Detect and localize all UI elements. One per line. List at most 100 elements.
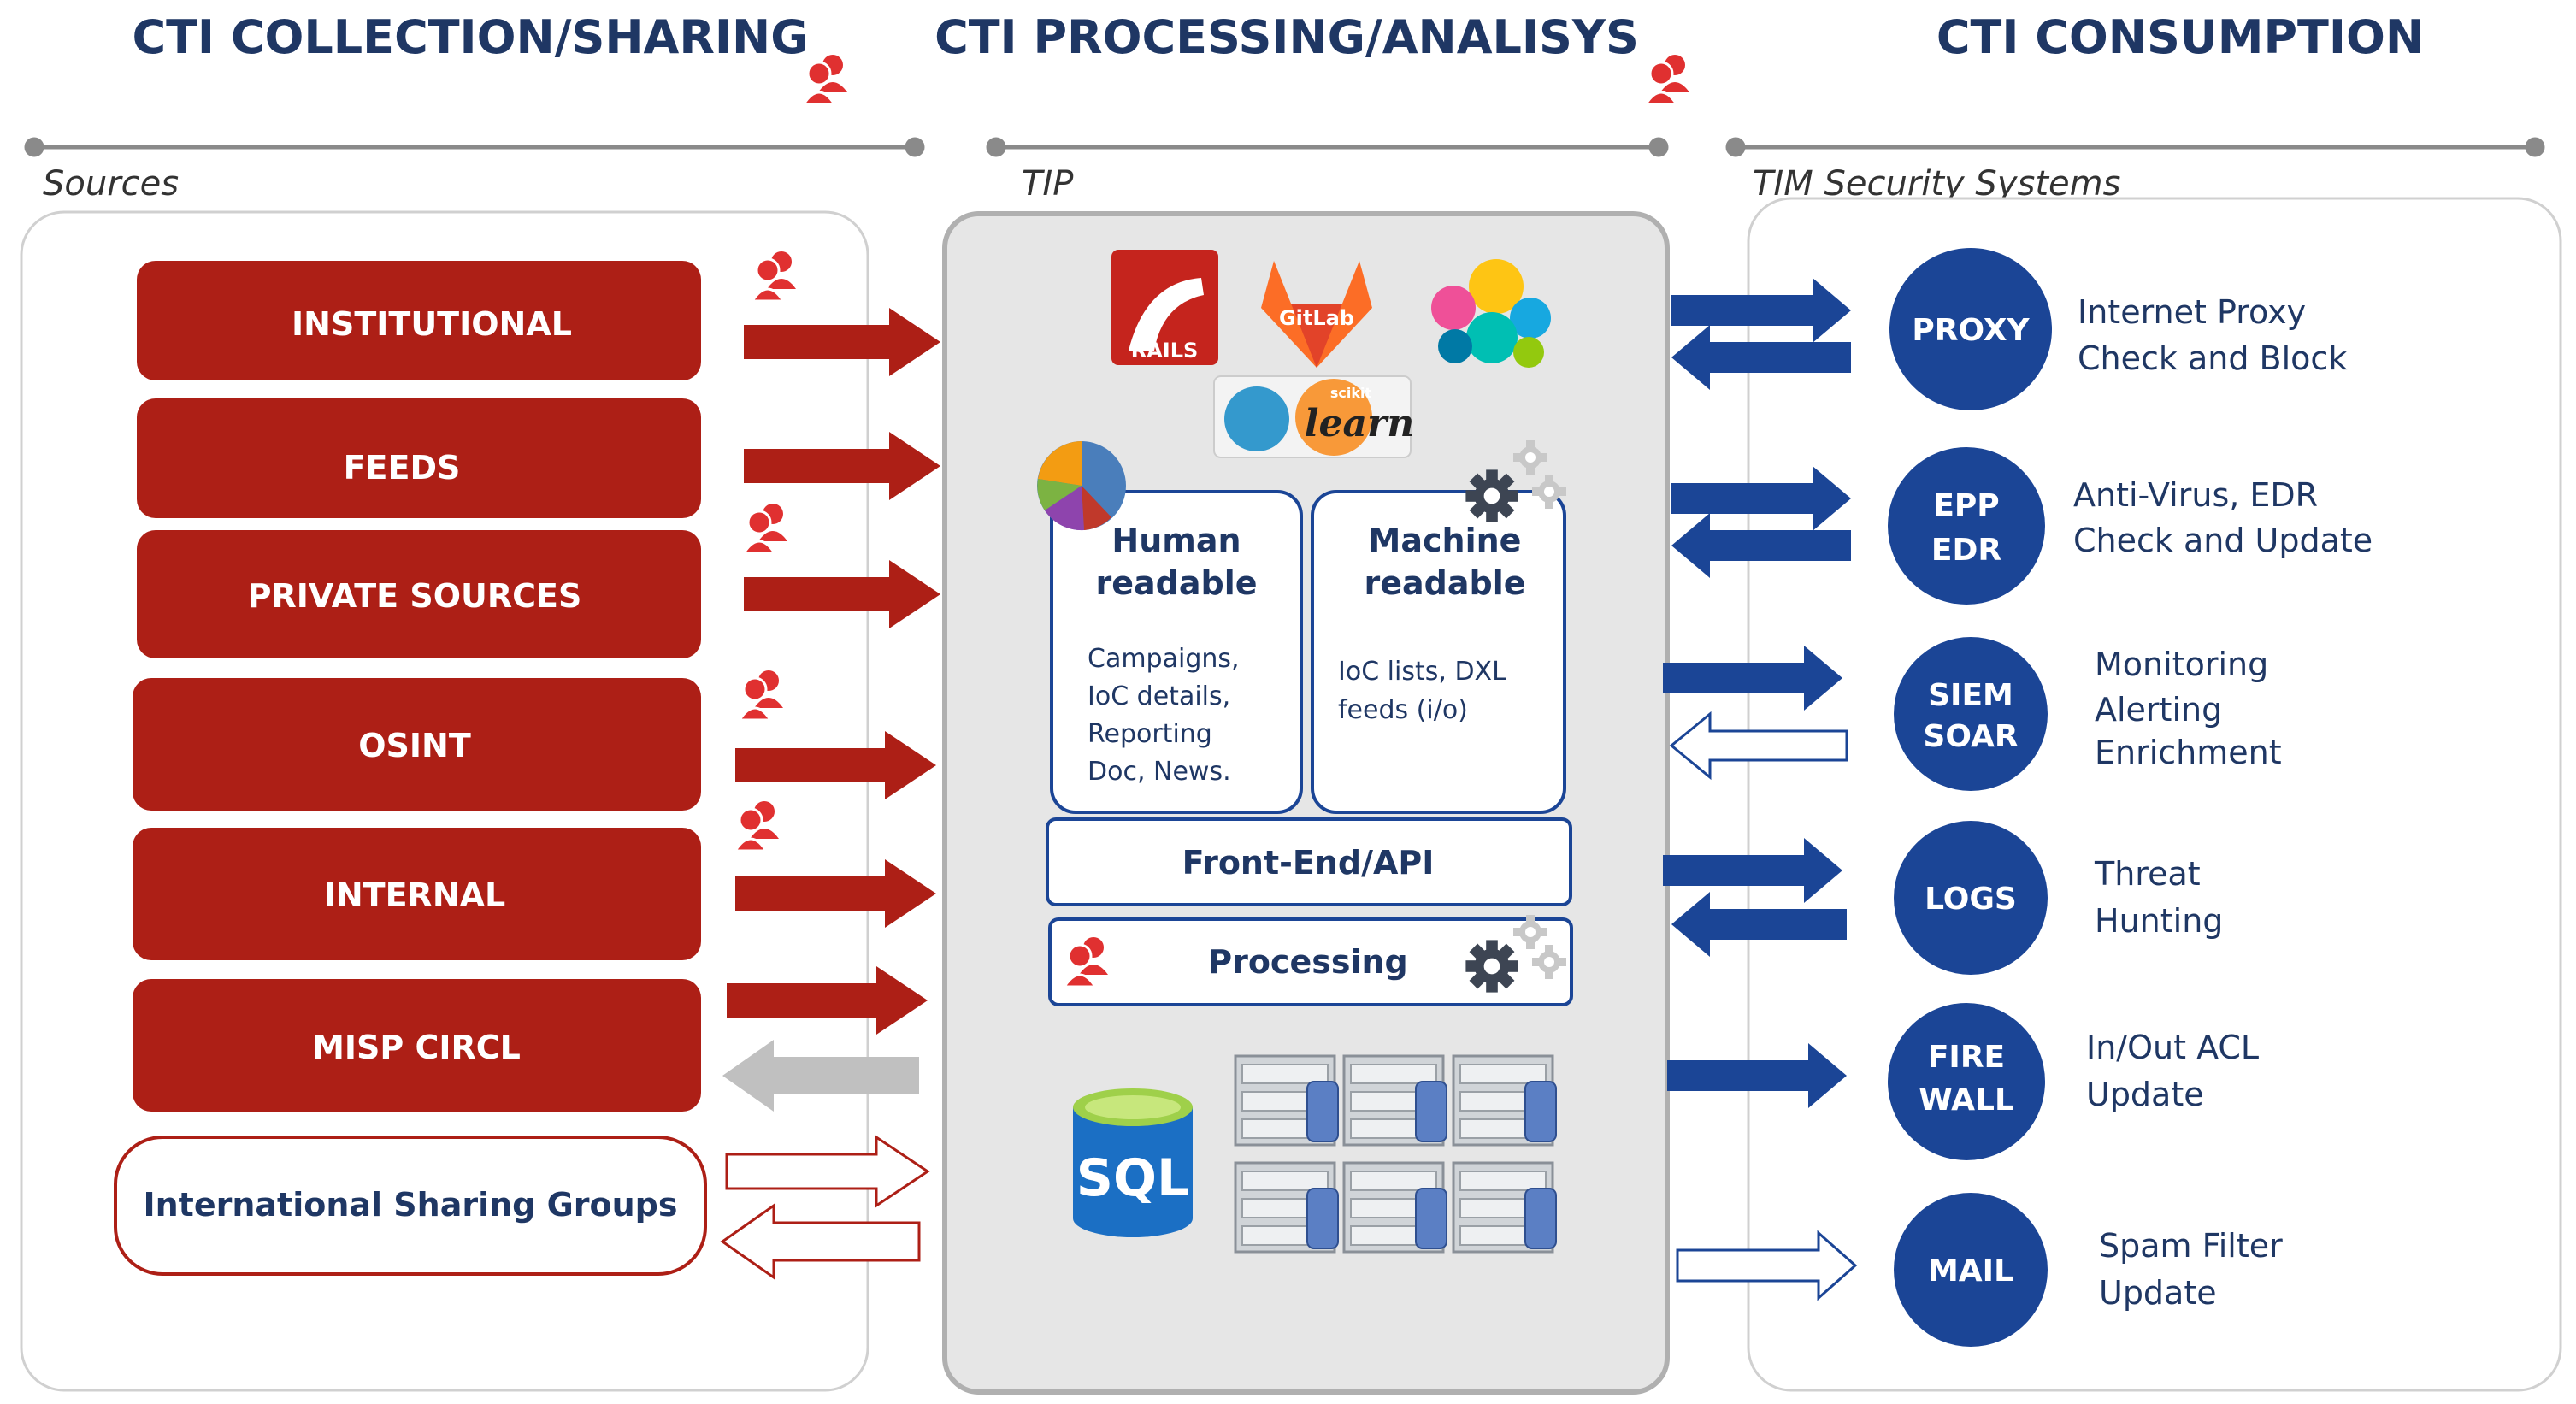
arrow-right (1663, 838, 1842, 903)
arrow-left (1671, 325, 1851, 390)
svg-text:learn: learn (1305, 402, 1414, 445)
tim-panel (1747, 197, 2562, 1392)
server-icon (1452, 1054, 1558, 1147)
human-card-body-line2: IoC details, (1088, 681, 1230, 711)
gear-icon (1465, 940, 1518, 993)
arrow-right (744, 432, 940, 500)
arrow-right (725, 1135, 930, 1208)
svg-text:GitLab: GitLab (1279, 306, 1354, 330)
scikit-learn-logo: scikit learn (1213, 375, 1414, 458)
siem-desc-line1: Monitoring (2095, 646, 2268, 683)
label-sources: Sources (43, 164, 179, 204)
mail-desc-line2: Update (2099, 1274, 2217, 1312)
siem-desc-line2: Alerting (2095, 691, 2222, 729)
svg-text:MISP CIRCL: MISP CIRCL (312, 1029, 521, 1066)
svg-text:International Sharing Groups: International Sharing Groups (143, 1186, 677, 1224)
header-collection: CTI COLLECTION/SHARING (132, 10, 808, 64)
pie-chart-icon (1037, 441, 1126, 531)
header-processing: CTI PROCESSING/ANALISYS (934, 10, 1639, 64)
system-logs: LOGS (1894, 821, 2048, 975)
system-proxy: PROXY (1889, 248, 2052, 410)
svg-text:MAIL: MAIL (1928, 1254, 2013, 1289)
source-feeds: FEEDS (137, 398, 701, 518)
gitlab-logo: GitLab (1261, 261, 1372, 368)
arrow-left (1671, 892, 1847, 957)
processing-bar: Processing (1048, 917, 1573, 1006)
svg-text:INTERNAL: INTERNAL (324, 876, 506, 914)
firewall-desc-line1: In/Out ACL (2086, 1029, 2259, 1066)
arrows-tip-to-systems (1663, 278, 1858, 1301)
arrow-right (1667, 1043, 1847, 1108)
system-siem-soar: SIEM SOAR (1894, 637, 2048, 791)
epp-desc-line1: Anti-Virus, EDR (2073, 476, 2318, 514)
system-mail: MAIL (1894, 1193, 2048, 1347)
arrow-left (1671, 513, 1851, 578)
svg-text:EDR: EDR (1931, 533, 2001, 568)
phase-divider-lines (24, 137, 2545, 157)
epp-desc-line2: Check and Update (2073, 522, 2373, 559)
human-card-body-line4: Doc, News. (1088, 757, 1231, 787)
svg-text:scikit: scikit (1330, 385, 1372, 401)
server-icon (1234, 1054, 1340, 1147)
arrow-right (744, 560, 940, 628)
system-epp-edr: EPP EDR (1888, 447, 2045, 605)
svg-text:RAILS: RAILS (1131, 339, 1199, 363)
arrow-right (735, 859, 936, 928)
arrows-sources-to-tip (720, 308, 940, 1280)
svg-text:PRIVATE SOURCES: PRIVATE SOURCES (248, 577, 582, 615)
label-tim: TIM Security Systems (1753, 164, 2120, 204)
svg-text:OSINT: OSINT (358, 727, 471, 764)
source-international-sharing-groups: International Sharing Groups (114, 1136, 707, 1276)
sql-database-icon: SQL (1073, 1088, 1193, 1237)
svg-text:Processing: Processing (1208, 943, 1408, 981)
source-misp-circl: MISP CIRCL (133, 979, 701, 1112)
frontend-api-bar: Front-End/API (1046, 817, 1572, 906)
arrow-right (1676, 1230, 1858, 1301)
human-card-body-line3: Reporting (1088, 719, 1212, 749)
svg-text:SIEM: SIEM (1928, 678, 2013, 713)
people-icon (802, 53, 849, 106)
svg-text:PROXY: PROXY (1912, 313, 2030, 348)
svg-text:EPP: EPP (1933, 488, 1999, 523)
arrow-right (727, 966, 928, 1035)
svg-text:INSTITUTIONAL: INSTITUTIONAL (292, 305, 572, 343)
svg-text:WALL: WALL (1919, 1082, 2014, 1118)
svg-text:Front-End/API: Front-End/API (1182, 844, 1435, 882)
machine-card-title-line2: readable (1365, 564, 1526, 602)
source-internal: INTERNAL (133, 828, 701, 960)
machine-card-title-line1: Machine (1369, 522, 1522, 559)
firewall-desc-line2: Update (2086, 1076, 2204, 1113)
arrow-right (1663, 646, 1842, 711)
label-tip: TIP (1022, 164, 1074, 204)
human-card-title-line1: Human (1111, 522, 1241, 559)
mail-desc-line1: Spam Filter (2099, 1227, 2283, 1265)
machine-card-body-line2: feeds (i/o) (1338, 695, 1468, 725)
proxy-desc-line1: Internet Proxy (2078, 293, 2306, 331)
machine-card-body-line1: IoC lists, DXL (1338, 657, 1506, 687)
logs-desc-line2: Hunting (2095, 902, 2223, 940)
people-icon (1644, 53, 1691, 106)
arrow-left (720, 1203, 921, 1280)
elastic-logo (1431, 259, 1551, 368)
machine-readable-card (1311, 490, 1566, 814)
arrow-right (1671, 278, 1851, 343)
server-icon (1342, 1161, 1448, 1254)
arrow-right (1671, 466, 1851, 531)
rails-logo: RAILS (1111, 250, 1218, 365)
svg-text:FIRE: FIRE (1928, 1040, 2005, 1075)
siem-desc-line3: Enrichment (2095, 734, 2282, 771)
server-icon (1342, 1054, 1448, 1147)
header-consumption: CTI CONSUMPTION (1936, 10, 2424, 64)
gear-icon (1465, 469, 1518, 522)
server-icon (1234, 1161, 1340, 1254)
source-osint: OSINT (133, 678, 701, 811)
svg-text:FEEDS: FEEDS (344, 449, 461, 487)
arrow-right (735, 731, 936, 799)
human-readable-card (1050, 490, 1303, 814)
arrow-right (744, 308, 940, 376)
source-private-sources: PRIVATE SOURCES (137, 530, 701, 658)
source-institutional: INSTITUTIONAL (137, 261, 701, 380)
svg-text:SQL: SQL (1076, 1148, 1189, 1208)
human-card-title-line2: readable (1096, 564, 1258, 602)
